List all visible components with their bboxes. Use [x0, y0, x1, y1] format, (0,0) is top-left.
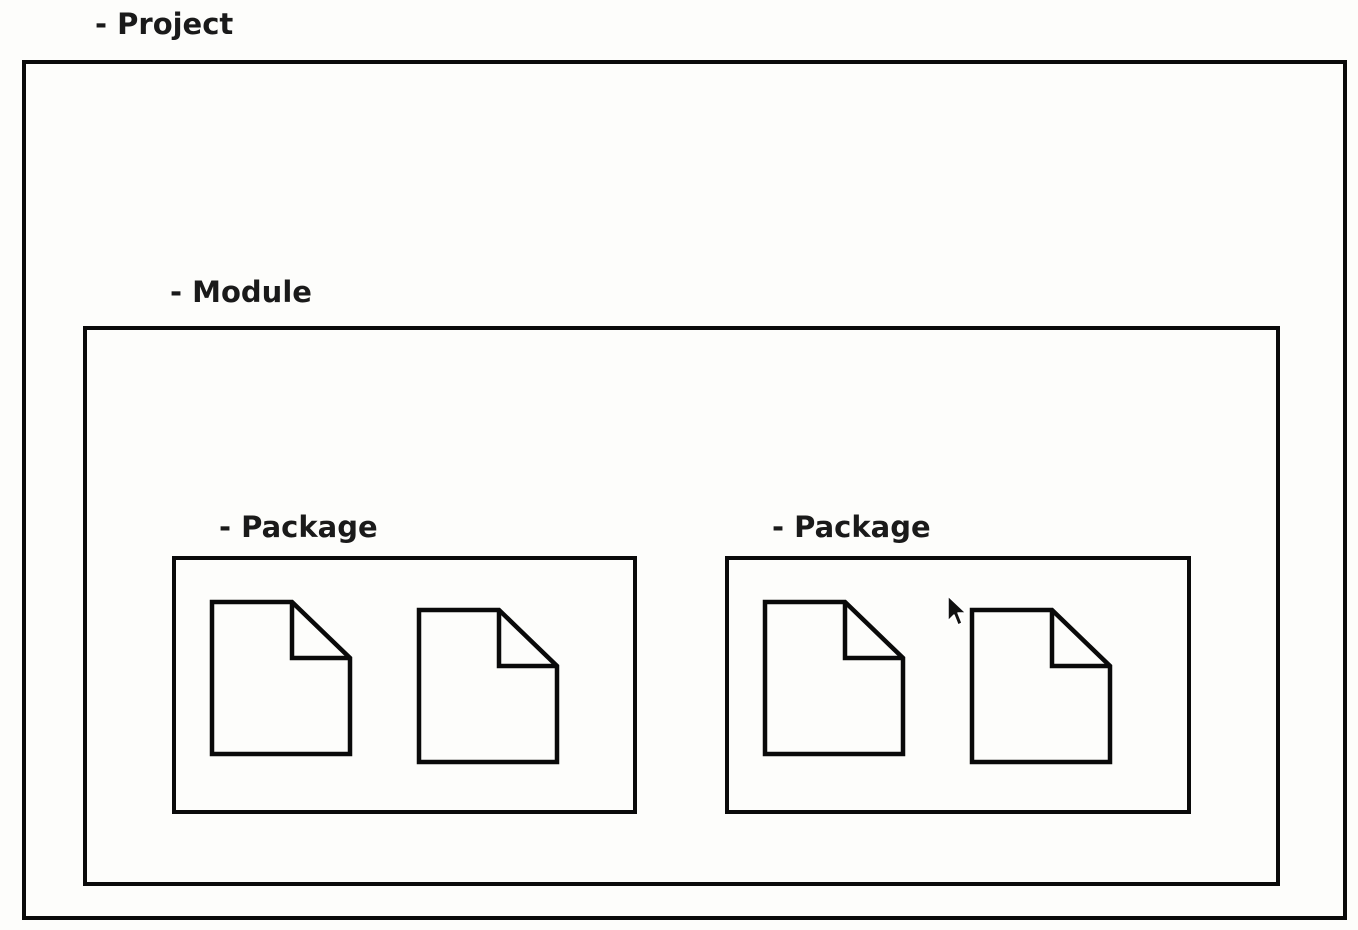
package-box-2: [725, 556, 1191, 814]
module-box: [83, 326, 1280, 886]
file-icon: [416, 607, 560, 765]
project-label: - Project: [95, 7, 234, 41]
project-box: [22, 60, 1347, 920]
package-box-1: [172, 556, 637, 814]
file-icon: [969, 607, 1113, 765]
package-label-1: - Package: [219, 510, 378, 544]
module-label: - Module: [170, 275, 312, 309]
package-label-2: - Package: [772, 510, 931, 544]
mouse-pointer-icon: [947, 595, 967, 626]
file-icon: [762, 599, 906, 757]
file-icon: [209, 599, 353, 757]
